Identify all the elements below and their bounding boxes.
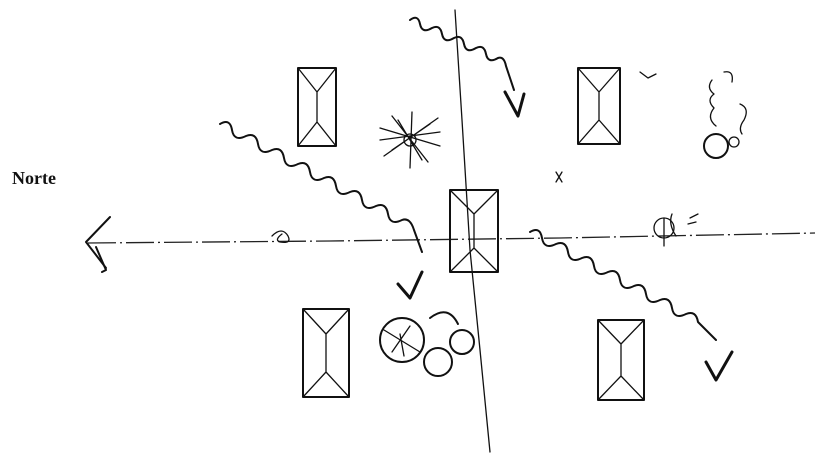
sun-ray-arrow [410,18,524,116]
building-block [450,190,498,272]
shrub-symbol [704,72,746,158]
star-mark [556,172,562,182]
building-block [578,68,620,144]
symbol-mark [654,214,698,246]
vertical-axis [455,10,490,452]
curl-mark [272,231,289,242]
building-block [303,309,349,397]
tree-symbol [380,312,474,376]
tick-mark [640,72,656,78]
tree-symbol [380,112,440,168]
sun-ray-arrow [220,122,422,298]
sun-ray-arrow [530,230,732,380]
building-block [598,320,644,400]
building-block [298,68,336,146]
